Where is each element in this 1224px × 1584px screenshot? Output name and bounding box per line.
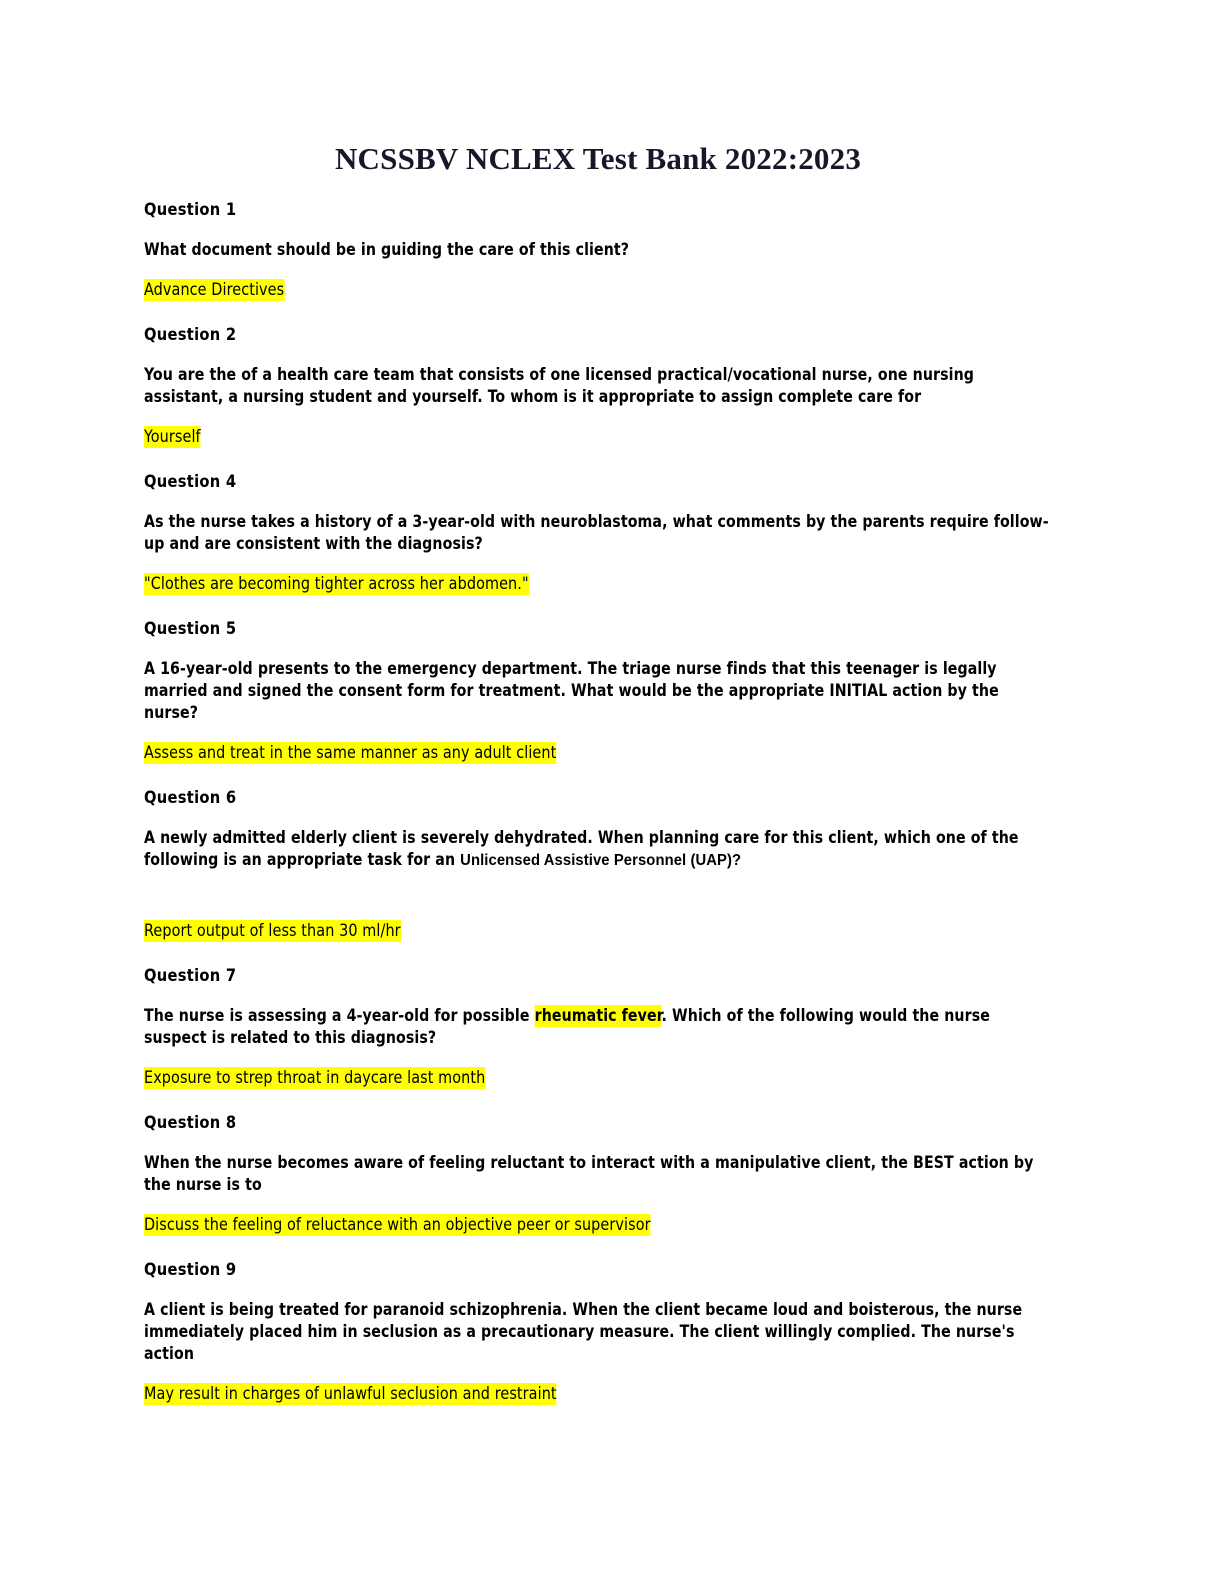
spacer <box>144 346 1052 364</box>
question-heading-9: Question 9 <box>144 1260 237 1280</box>
question-heading-2: Question 2 <box>144 325 237 345</box>
spacer <box>144 221 1052 239</box>
question-body-7-part2: . Which of the following would the nurse… <box>144 1006 990 1047</box>
spacer <box>144 872 1052 902</box>
question-answer-2: Yourself <box>144 426 1046 448</box>
question-answer-9: May result in charges of unlawful seclus… <box>144 1383 1046 1405</box>
spacer <box>144 1049 1052 1067</box>
question-answer-5: Assess and treat in the same manner as a… <box>144 742 1046 764</box>
highlighted-answer-6: Report output of less than 30 ml/hr <box>144 920 401 942</box>
spacer <box>144 301 1052 325</box>
question-heading-7: Question 7 <box>144 966 237 986</box>
question-heading-4: Question 4 <box>144 472 237 492</box>
spacer <box>144 595 1052 619</box>
question-heading-5: Question 5 <box>144 619 237 639</box>
question-body-6: A newly admitted elderly client is sever… <box>144 827 1051 872</box>
question-body-4: As the nurse takes a history of a 3-year… <box>144 512 1049 553</box>
spacer <box>144 809 1052 827</box>
spacer <box>144 724 1052 742</box>
spacer <box>144 1134 1052 1152</box>
spacer <box>144 408 1052 426</box>
spacer <box>144 942 1052 966</box>
question-body-1: What document should be in guiding the c… <box>144 240 630 259</box>
question-answer-1: Advance Directives <box>144 279 1046 301</box>
question-body-5: A 16-year-old presents to the emergency … <box>144 659 999 722</box>
question-heading-1: Question 1 <box>144 200 237 220</box>
question-heading-8: Question 8 <box>144 1113 237 1133</box>
question-heading-6: Question 6 <box>144 788 237 808</box>
question-body-2: You are the of a health care team that c… <box>144 365 975 406</box>
highlighted-answer-5: Assess and treat in the same manner as a… <box>144 742 557 764</box>
highlighted-answer-2: Yourself <box>144 426 201 448</box>
question-answer-8: Discuss the feeling of reluctance with a… <box>144 1214 1046 1236</box>
page-title: NCSSBV NCLEX Test Bank 2022:2023 <box>334 141 862 176</box>
question-body-6-part1: A newly admitted elderly client is sever… <box>144 828 1019 869</box>
question-body-7-part1: The nurse is assessing a 4-year-old for … <box>144 1006 535 1025</box>
question-body-9: A client is being treated for paranoid s… <box>144 1300 1023 1363</box>
highlighted-answer-9: May result in charges of unlawful seclus… <box>144 1383 557 1405</box>
highlighted-answer-7: Exposure to strep throat in daycare last… <box>144 1067 486 1089</box>
question-answer-7: Exposure to strep throat in daycare last… <box>144 1067 1046 1089</box>
question-answer-6: Report output of less than 30 ml/hr <box>144 920 1046 942</box>
spacer <box>144 1196 1052 1214</box>
highlighted-answer-1: Advance Directives <box>144 279 285 301</box>
inline-highlight-rheumatic-fever: rheumatic fever <box>534 1005 662 1027</box>
question-body-6-part2: Unlicensed Assistive Personnel (UAP)? <box>460 852 742 869</box>
highlighted-answer-4: "Clothes are becoming tighter across her… <box>144 573 529 595</box>
spacer <box>144 764 1052 788</box>
spacer <box>144 1236 1052 1260</box>
question-answer-4: "Clothes are becoming tighter across her… <box>144 573 1046 595</box>
spacer <box>144 261 1052 279</box>
spacer <box>144 448 1052 472</box>
spacer <box>144 1281 1052 1299</box>
highlighted-answer-8: Discuss the feeling of reluctance with a… <box>144 1214 651 1236</box>
spacer <box>144 1365 1052 1383</box>
spacer <box>144 555 1052 573</box>
spacer <box>144 902 1052 920</box>
spacer <box>144 640 1052 658</box>
spacer <box>144 987 1052 1005</box>
spacer <box>144 1089 1052 1113</box>
question-body-7: The nurse is assessing a 4-year-old for … <box>144 1005 1051 1049</box>
question-body-8: When the nurse becomes aware of feeling … <box>144 1153 1034 1194</box>
document-content: NCSSBV NCLEX Test Bank 2022:2023 Questio… <box>144 140 1052 1405</box>
spacer <box>144 493 1052 511</box>
